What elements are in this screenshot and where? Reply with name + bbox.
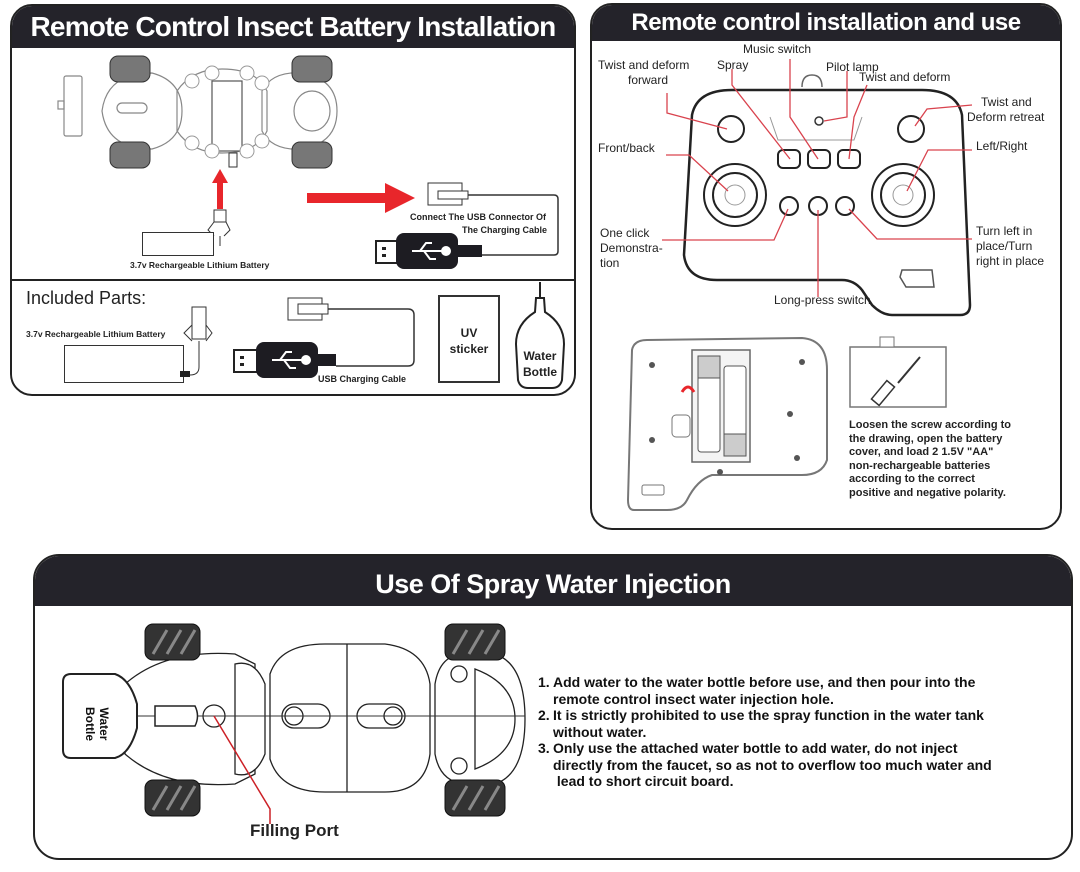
callout-twist-deform: Twist and deform	[859, 70, 951, 84]
filling-port-label: Filling Port	[250, 821, 339, 840]
spray-water-title: Use Of Spray Water Injection	[375, 569, 731, 599]
spray-bottle-line1: Water	[97, 707, 111, 741]
battery-pack-icon	[142, 232, 214, 256]
instruction-text: Add water to the water bottle before use…	[553, 674, 976, 690]
right-arrow-icon	[307, 183, 415, 213]
remote-control-panel: Remote control installation and use	[590, 3, 1062, 530]
battery-cover-screwdriver-icon	[849, 336, 947, 408]
up-arrow-icon	[212, 169, 228, 209]
callout-turn-line3: right in place	[976, 254, 1045, 268]
spray-water-header: Use Of Spray Water Injection	[35, 556, 1071, 606]
callout-turn-line1: Turn left in	[976, 224, 1033, 238]
included-battery-label: 3.7v Rechargeable Lithium Battery	[26, 329, 166, 339]
insect-water-fill-illustration	[62, 623, 526, 824]
connect-usb-label-line1: Connect The USB Connector Of	[410, 212, 547, 222]
spray-water-panel: Use Of Spray Water Injection	[33, 554, 1073, 860]
battery-note-line: positive and negative polarity.	[849, 486, 1006, 499]
instruction-item: 3. Only use the attached water bottle to…	[538, 740, 1058, 790]
spray-bottle-line2: Bottle	[83, 707, 97, 741]
instruction-item: 2. It is strictly prohibited to use the …	[538, 707, 1058, 740]
instruction-text: lead to short circuit board.	[553, 773, 734, 789]
instruction-text: directly from the faucet, so as not to o…	[553, 756, 992, 773]
uv-sticker-line2: sticker	[449, 342, 489, 356]
battery-install-note: Loosen the screw according to the drawin…	[849, 419, 1011, 500]
instruction-text: Only use the attached water bottle to ad…	[553, 740, 958, 756]
spray-bottle-label: Water Bottle	[71, 688, 111, 760]
water-bottle-icon	[514, 282, 566, 389]
water-bottle-label: Water Bottle	[517, 348, 563, 380]
connect-usb-label-line2: The Charging Cable	[462, 225, 548, 235]
instruction-text: without water.	[553, 723, 647, 740]
callout-twist-retreat-line2: Deform retreat	[967, 110, 1045, 124]
battery-note-line: according to the correct	[849, 473, 975, 485]
battery-installation-header: Remote Control Insect Battery Installati…	[12, 6, 574, 48]
water-bottle-line1: Water	[523, 349, 557, 363]
callout-twist-forward-line2: forward	[628, 73, 669, 87]
callout-twist-forward-line1: Twist and deform	[598, 58, 690, 72]
battery-label: 3.7v Rechargeable Lithium Battery	[130, 260, 270, 270]
battery-note-line: Loosen the screw according to	[849, 419, 1011, 431]
instruction-number: 1.	[538, 674, 550, 690]
callout-front-back: Front/back	[598, 141, 655, 155]
included-battery-connector-icon	[180, 306, 213, 377]
callout-demo-line1: One click	[600, 226, 650, 240]
callout-music-switch: Music switch	[743, 42, 812, 56]
instruction-item: 1. Add water to the water bottle before …	[538, 674, 1058, 707]
callout-spray: Spray	[717, 58, 749, 72]
callout-turn-line2: place/Turn	[976, 239, 1033, 253]
usb-charging-cable-illustration	[375, 182, 559, 269]
remote-control-header: Remote control installation and use	[592, 5, 1060, 41]
callout-demo-line2: Demonstra-	[600, 241, 663, 255]
callout-left-right: Left/Right	[976, 139, 1028, 153]
battery-note-line: cover, and load 2 1.5V "AA"	[849, 446, 994, 458]
battery-installation-panel: Remote Control Insect Battery Installati…	[10, 4, 576, 396]
instruction-number: 2.	[538, 707, 550, 723]
uv-sticker-icon: UV sticker	[438, 295, 500, 383]
callout-pilot-lamp: Pilot lamp	[826, 60, 879, 74]
callout-demo-line3: tion	[600, 256, 620, 270]
included-parts-heading: Included Parts:	[26, 288, 147, 308]
insect-top-view-illustration	[57, 55, 338, 169]
callout-twist-retreat-line1: Twist and	[981, 95, 1032, 109]
included-usb-cable-icon	[233, 297, 415, 378]
instruction-text: remote control insect water injection ho…	[553, 690, 834, 707]
battery-note-line: non-rechargeable batteries	[849, 459, 991, 472]
water-bottle-line2: Bottle	[523, 365, 557, 379]
remote-controller-illustration	[662, 59, 973, 317]
included-battery-icon	[64, 345, 184, 383]
battery-compartment-illustration	[626, 336, 828, 511]
remote-control-title: Remote control installation and use	[631, 9, 1021, 36]
callout-long-press: Long-press switch	[774, 293, 871, 307]
section-divider	[12, 279, 574, 281]
instruction-number: 3.	[538, 740, 550, 756]
battery-installation-title: Remote Control Insect Battery Installati…	[30, 11, 557, 42]
instruction-text: It is strictly prohibited to use the spr…	[553, 707, 984, 723]
battery-note-line: the drawing, open the battery	[849, 432, 1003, 445]
included-cable-label: USB Charging Cable	[318, 374, 407, 384]
spray-instructions: 1. Add water to the water bottle before …	[538, 674, 1058, 790]
uv-sticker-line1: UV	[460, 326, 478, 340]
battery-connector-icon	[207, 209, 231, 246]
